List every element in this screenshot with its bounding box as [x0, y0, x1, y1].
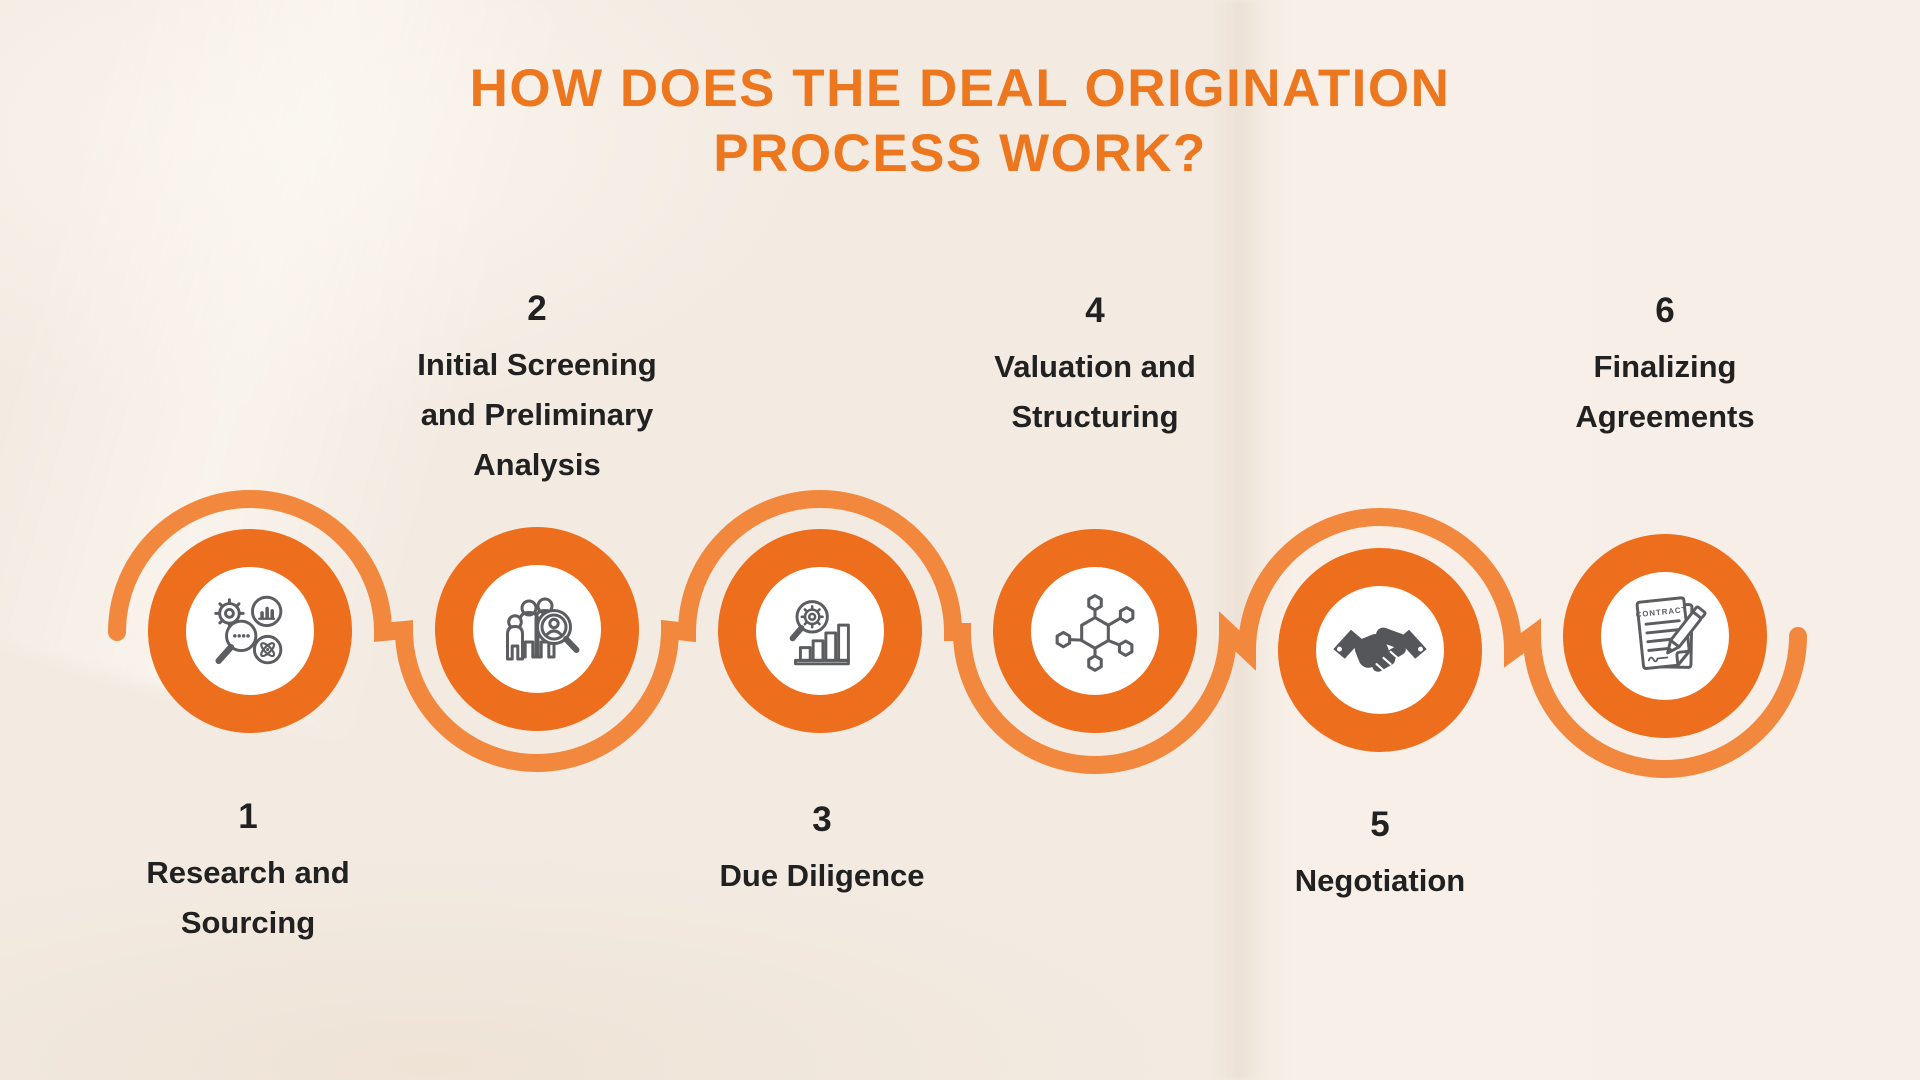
step-5-label: 5 Negotiation — [1295, 798, 1466, 906]
step-2-label: 2 Initial Screening and Preliminary Anal… — [417, 282, 656, 490]
step-4-label: 4 Valuation and Structuring — [994, 284, 1196, 442]
magnifier-lens-icon — [225, 619, 258, 653]
step-4-label-line: Structuring — [1011, 399, 1179, 434]
step-2-circle — [435, 527, 639, 731]
pen-icon — [1666, 605, 1707, 655]
step-5-number: 5 — [1370, 805, 1390, 844]
step-2-number: 2 — [527, 289, 547, 328]
step-1-label: 1 Research and Sourcing — [146, 790, 349, 948]
step-1-label-line: Research and — [146, 855, 350, 890]
step-1-label-line: Sourcing — [180, 905, 316, 940]
step-5-circle-inner — [1316, 586, 1444, 714]
hexagon-node — [1118, 605, 1135, 624]
step-4-label-line: Valuation and — [994, 349, 1196, 384]
hexagon-center — [1080, 616, 1110, 650]
page-title: HOW DOES THE DEAL ORIGINATION PROCESS WO… — [0, 56, 1920, 186]
step-6-number: 6 — [1655, 291, 1675, 330]
step-4-number: 4 — [1085, 291, 1105, 330]
step-3-label-line: Due Diligence — [719, 858, 925, 893]
step-6-circle-inner: CONTRACT — [1601, 572, 1729, 700]
step-2-label-line: Analysis — [473, 447, 601, 482]
step-3-circle-inner — [756, 567, 884, 695]
process-flow-wave-path — [108, 490, 1807, 778]
step-6-label-line: Agreements — [1575, 399, 1755, 434]
page-title-line-2: PROCESS WORK? — [713, 124, 1207, 183]
step-2-label-line: Initial Screening — [417, 347, 657, 382]
step-1-number: 1 — [238, 797, 258, 836]
step-5-label-line: Negotiation — [1294, 863, 1466, 898]
analysis-chart-magnifier-icon — [789, 600, 850, 666]
bar-chart-icon — [798, 646, 812, 662]
signature-squiggle — [1647, 656, 1669, 663]
step-3-circle — [718, 529, 922, 733]
step-2-circle-inner — [473, 565, 601, 693]
magnifier-handle — [563, 636, 580, 653]
step-4-circle — [993, 529, 1197, 733]
step-1-circle-inner — [186, 567, 314, 695]
people-screening-icon — [506, 597, 580, 661]
page-fold — [1675, 649, 1691, 667]
step-3-label: 3 Due Diligence — [720, 793, 925, 901]
hexagon-node — [1055, 630, 1072, 649]
step-4-circle-inner — [1031, 567, 1159, 695]
hexagon-node — [1087, 594, 1103, 612]
magnifier-handle — [789, 625, 805, 642]
step-1-circle — [148, 529, 352, 733]
handshake-left-sleeve — [1333, 629, 1363, 659]
step-6-label: 6 Finalizing Agreements — [1575, 284, 1754, 442]
contract-document-icon: CONTRACT — [1635, 596, 1707, 670]
bar-chart-bubble-icon — [250, 595, 283, 628]
step-6-label-line: Finalizing — [1593, 349, 1737, 384]
hexagon-node — [1087, 654, 1103, 672]
research-magnifier-icon — [214, 595, 283, 665]
handshake-icon — [1333, 627, 1427, 672]
step-2-label-line: and Preliminary — [420, 397, 654, 432]
step-5-circle — [1278, 548, 1482, 752]
magnifier-handle — [215, 643, 235, 665]
hexagon-node — [1117, 639, 1134, 657]
atom-bubble-icon — [252, 634, 283, 665]
person-icon — [520, 599, 538, 617]
step-6-circle: CONTRACT — [1563, 534, 1767, 738]
page-title-line-1: HOW DOES THE DEAL ORIGINATION — [469, 59, 1451, 118]
step-3-number: 3 — [812, 800, 832, 839]
structure-network-icon — [1055, 594, 1135, 672]
